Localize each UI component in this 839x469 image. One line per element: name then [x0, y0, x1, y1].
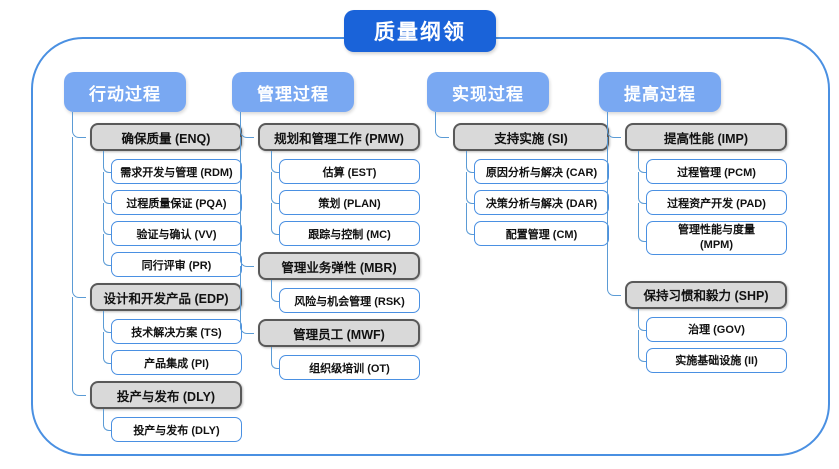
node-dly: 投产与发布 (DLY) [90, 381, 242, 409]
node-rdm: 需求开发与管理 (RDM) [111, 159, 242, 184]
column-header-realization: 实现过程 [427, 72, 549, 112]
child-mpm: 管理性能与度量 (MPM) [638, 215, 787, 255]
node-rsk: 风险与机会管理 (RSK) [279, 288, 420, 313]
node-pqa: 过程质量保证 (PQA) [111, 190, 242, 215]
children-edp: 技术解决方案 (TS) 产品集成 (PI) [103, 311, 242, 375]
child-vv: 验证与确认 (VV) [103, 215, 242, 246]
child-ot: 组织级培训 (OT) [271, 347, 420, 380]
column-header-improvement: 提高过程 [599, 72, 721, 112]
node-car: 原因分析与解决 (CAR) [474, 159, 609, 184]
child-pad: 过程资产开发 (PAD) [638, 184, 787, 215]
child-ii: 实施基础设施 (II) [638, 341, 787, 373]
child-plan: 策划 (PLAN) [271, 184, 420, 215]
node-dly-sub: 投产与发布 (DLY) [111, 417, 242, 442]
node-shp: 保持习惯和毅力 (SHP) [625, 280, 787, 309]
children-mwf: 组织级培训 (OT) [271, 347, 420, 380]
node-pcm: 过程管理 (PCM) [646, 159, 787, 184]
group-list-realization: 支持实施 (SI) 原因分析与解决 (CAR) 决策分析与解决 (DAR) 配置… [435, 112, 609, 246]
children-enq: 需求开发与管理 (RDM) 过程质量保证 (PQA) 验证与确认 (VV) 同行… [103, 151, 242, 277]
children-imp: 过程管理 (PCM) 过程资产开发 (PAD) 管理性能与度量 (MPM) [638, 151, 787, 255]
node-gov: 治理 (GOV) [646, 316, 787, 342]
children-si: 原因分析与解决 (CAR) 决策分析与解决 (DAR) 配置管理 (CM) [466, 151, 609, 246]
group-list-improvement: 提高性能 (IMP) 过程管理 (PCM) 过程资产开发 (PAD) 管理性能与… [607, 112, 787, 373]
children-pmw: 估算 (EST) 策划 (PLAN) 跟踪与控制 (MC) [271, 151, 420, 246]
child-car: 原因分析与解决 (CAR) [466, 151, 609, 184]
group-si: 支持实施 (SI) 原因分析与解决 (CAR) 决策分析与解决 (DAR) 配置… [435, 112, 609, 246]
child-rsk: 风险与机会管理 (RSK) [271, 280, 420, 313]
child-pqa: 过程质量保证 (PQA) [103, 184, 242, 215]
node-ot: 组织级培训 (OT) [279, 355, 420, 380]
child-dly-sub: 投产与发布 (DLY) [103, 409, 242, 442]
node-vv: 验证与确认 (VV) [111, 221, 242, 246]
group-shp: 保持习惯和毅力 (SHP) 治理 (GOV) 实施基础设施 (II) [607, 254, 787, 373]
group-list-management: 规划和管理工作 (PMW) 估算 (EST) 策划 (PLAN) 跟踪与控制 (… [240, 112, 420, 380]
child-gov: 治理 (GOV) [638, 308, 787, 342]
column-realization-process: 实现过程 支持实施 (SI) 原因分析与解决 (CAR) 决策分析与解决 (DA… [425, 72, 609, 246]
node-mpm: 管理性能与度量 (MPM) [646, 221, 787, 255]
node-cm: 配置管理 (CM) [474, 221, 609, 246]
node-mc: 跟踪与控制 (MC) [279, 221, 420, 246]
node-dar: 决策分析与解决 (DAR) [474, 190, 609, 215]
group-dly: 投产与发布 (DLY) 投产与发布 (DLY) [72, 375, 242, 442]
column-improvement-process: 提高过程 提高性能 (IMP) 过程管理 (PCM) 过程资产开发 (PAD) … [597, 72, 787, 373]
column-header-action: 行动过程 [64, 72, 186, 112]
child-pcm: 过程管理 (PCM) [638, 151, 787, 184]
node-mbr: 管理业务弹性 (MBR) [258, 252, 420, 280]
group-mbr: 管理业务弹性 (MBR) 风险与机会管理 (RSK) [240, 246, 420, 313]
node-imp: 提高性能 (IMP) [625, 123, 787, 151]
child-rdm: 需求开发与管理 (RDM) [103, 151, 242, 184]
node-si: 支持实施 (SI) [453, 123, 609, 151]
node-pr: 同行评审 (PR) [111, 252, 242, 277]
child-pi: 产品集成 (PI) [103, 344, 242, 375]
column-action-process: 行动过程 确保质量 (ENQ) 需求开发与管理 (RDM) 过程质量保证 (PQ… [62, 72, 242, 442]
column-management-process: 管理过程 规划和管理工作 (PMW) 估算 (EST) 策划 (PLAN) 跟踪… [230, 72, 420, 380]
node-mwf: 管理员工 (MWF) [258, 319, 420, 347]
column-header-management: 管理过程 [232, 72, 354, 112]
node-pad: 过程资产开发 (PAD) [646, 190, 787, 215]
diagram-title: 质量纲领 [344, 10, 496, 52]
group-pmw: 规划和管理工作 (PMW) 估算 (EST) 策划 (PLAN) 跟踪与控制 (… [240, 112, 420, 246]
node-pi: 产品集成 (PI) [111, 350, 242, 375]
group-list-action: 确保质量 (ENQ) 需求开发与管理 (RDM) 过程质量保证 (PQA) 验证… [72, 112, 242, 442]
child-ts: 技术解决方案 (TS) [103, 311, 242, 344]
node-pmw: 规划和管理工作 (PMW) [258, 123, 420, 151]
child-pr: 同行评审 (PR) [103, 246, 242, 277]
node-enq: 确保质量 (ENQ) [90, 123, 242, 151]
group-edp: 设计和开发产品 (EDP) 技术解决方案 (TS) 产品集成 (PI) [72, 277, 242, 375]
group-mwf: 管理员工 (MWF) 组织级培训 (OT) [240, 313, 420, 380]
node-ii: 实施基础设施 (II) [646, 347, 787, 373]
child-est: 估算 (EST) [271, 151, 420, 184]
child-dar: 决策分析与解决 (DAR) [466, 184, 609, 215]
group-enq: 确保质量 (ENQ) 需求开发与管理 (RDM) 过程质量保证 (PQA) 验证… [72, 112, 242, 277]
node-ts: 技术解决方案 (TS) [111, 319, 242, 344]
children-mbr: 风险与机会管理 (RSK) [271, 280, 420, 313]
node-edp: 设计和开发产品 (EDP) [90, 283, 242, 311]
node-est: 估算 (EST) [279, 159, 420, 184]
children-shp: 治理 (GOV) 实施基础设施 (II) [638, 308, 787, 373]
child-cm: 配置管理 (CM) [466, 215, 609, 246]
children-dly: 投产与发布 (DLY) [103, 409, 242, 442]
node-plan: 策划 (PLAN) [279, 190, 420, 215]
child-mc: 跟踪与控制 (MC) [271, 215, 420, 246]
group-imp: 提高性能 (IMP) 过程管理 (PCM) 过程资产开发 (PAD) 管理性能与… [607, 112, 787, 255]
